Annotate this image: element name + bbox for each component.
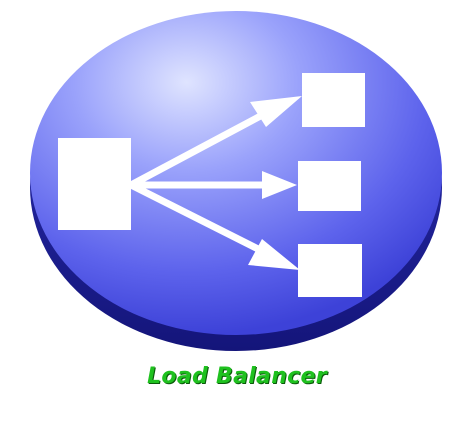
source-node: [58, 138, 131, 230]
target-node-top: [302, 73, 365, 127]
diagram-caption: Load Balancer: [147, 364, 327, 389]
target-node-middle: [298, 161, 361, 211]
arrow-to-bottom: [129, 181, 300, 270]
arrow-to-middle: [131, 171, 297, 199]
arrow-to-top: [129, 96, 302, 189]
target-node-bottom: [298, 244, 362, 297]
